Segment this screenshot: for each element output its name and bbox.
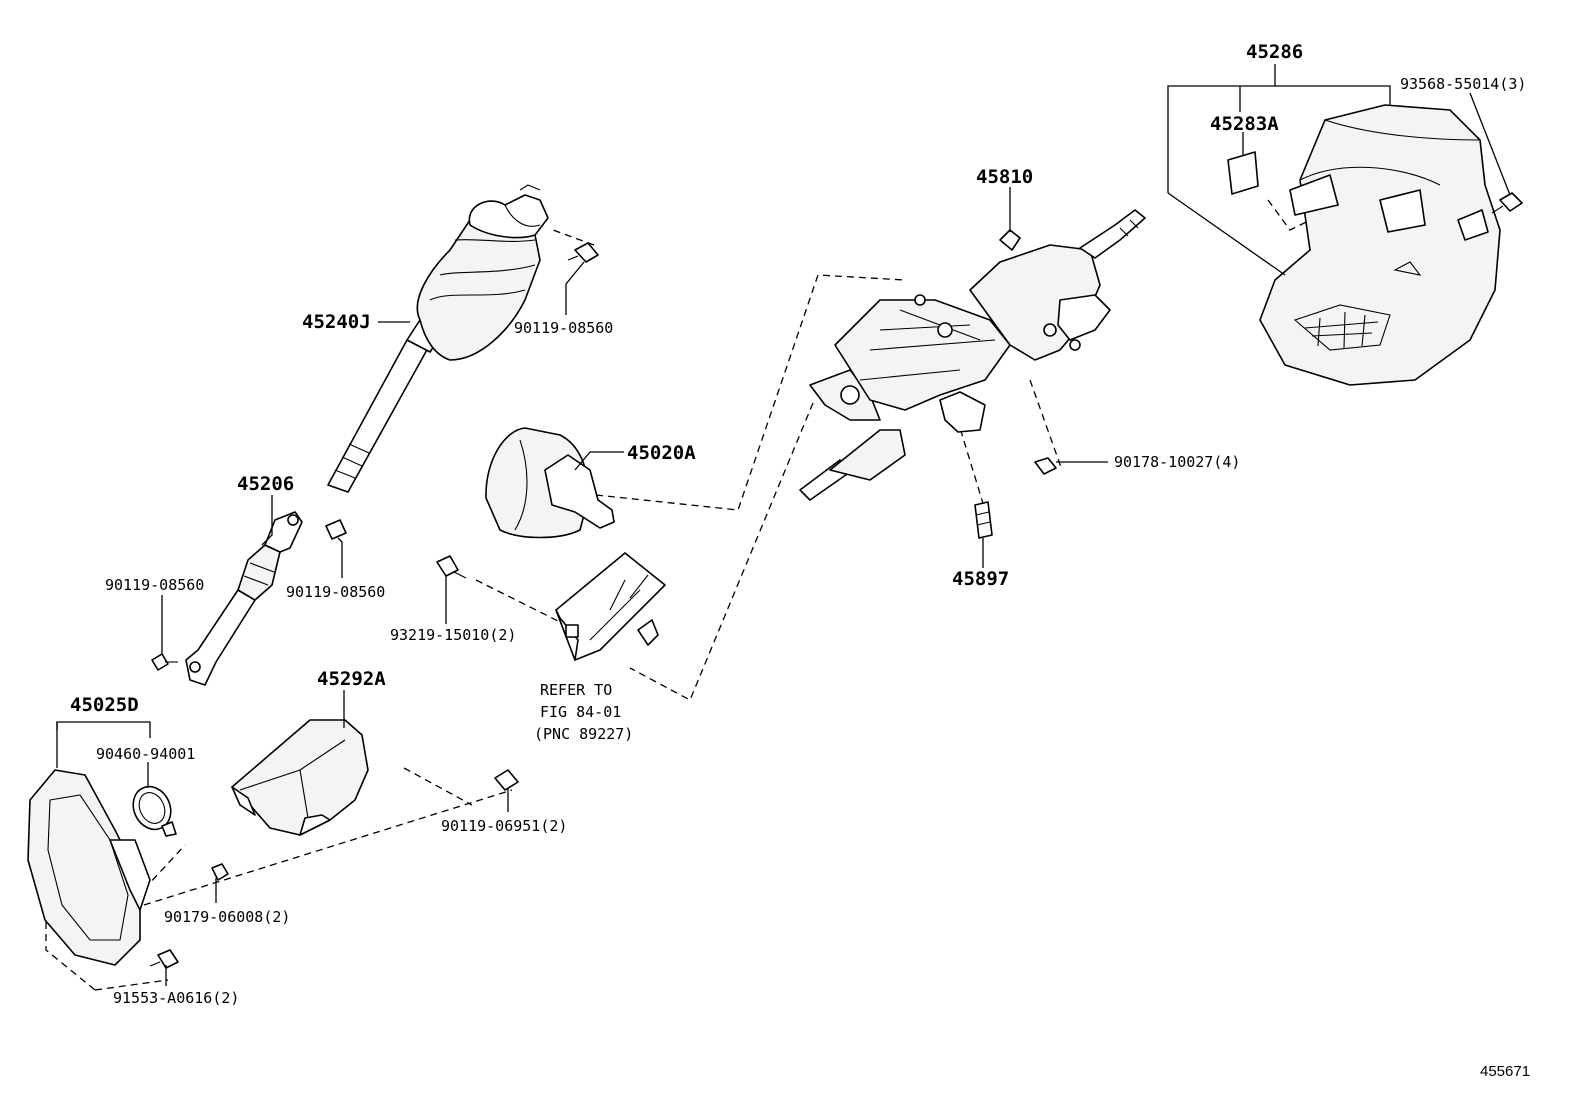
nut-icon-90179-06008 [211, 863, 229, 881]
steering-shaft-icon [327, 184, 549, 493]
label-93219-15010: 93219-15010(2) [390, 626, 516, 644]
label-90119-08560-a: 90119-08560 [514, 319, 613, 337]
bolt-icon-91553-A0616 [149, 949, 179, 969]
bolt-icon-90119-06951 [494, 769, 519, 791]
steering-lock-icon [485, 427, 615, 539]
bolt-icon-93219-15010 [436, 555, 467, 579]
steering-column-assembly-icon [799, 209, 1146, 501]
label-90119-08560-b: 90119-08560 [105, 576, 204, 594]
column-cover-icon [231, 719, 369, 836]
universal-joint-icon [185, 511, 303, 686]
clip-icon-45283A [1227, 151, 1259, 195]
label-90460-94001: 90460-94001 [96, 745, 195, 763]
nut-icon-90178-10027 [1034, 457, 1057, 475]
refer-line-3: (PNC 89227) [534, 725, 633, 743]
label-45020A: 45020A [627, 442, 696, 464]
label-91553-A0616: 91553-A0616(2) [113, 989, 239, 1007]
column-cover-upper-icon [1259, 104, 1501, 386]
label-45283A: 45283A [1210, 113, 1279, 135]
bolt-icon-90119-08560-c [151, 653, 178, 671]
label-45025D: 45025D [70, 694, 139, 716]
label-45286: 45286 [1246, 41, 1303, 63]
leader-lines [56, 64, 1511, 986]
label-45292A: 45292A [317, 668, 386, 690]
bolt-icon-90119-08560-a [567, 242, 599, 263]
label-45810: 45810 [976, 166, 1033, 188]
label-45206: 45206 [237, 473, 294, 495]
screw-icon-93568-55014 [1491, 192, 1523, 214]
part-labels: 45240J 90119-08560 45206 90119-08560 901… [70, 41, 1530, 1080]
dust-seal-plate-icon [27, 769, 177, 966]
label-90179-06008: 90179-06008(2) [164, 908, 290, 926]
label-90178-10027: 90178-10027(4) [1114, 453, 1240, 471]
ecu-module-icon [555, 552, 666, 661]
diagram-id: 455671 [1480, 1063, 1530, 1080]
label-93568-55014: 93568-55014(3) [1400, 75, 1526, 93]
refer-line-2: FIG 84-01 [540, 703, 621, 721]
label-45240J: 45240J [302, 311, 371, 333]
bolt-icon-90119-08560-b [325, 519, 347, 540]
label-90119-06951: 90119-06951(2) [441, 817, 567, 835]
label-45897: 45897 [952, 568, 1009, 590]
label-90119-08560-c: 90119-08560 [286, 583, 385, 601]
bolt-icon-45897 [974, 501, 993, 539]
refer-line-1: REFER TO [540, 681, 612, 699]
